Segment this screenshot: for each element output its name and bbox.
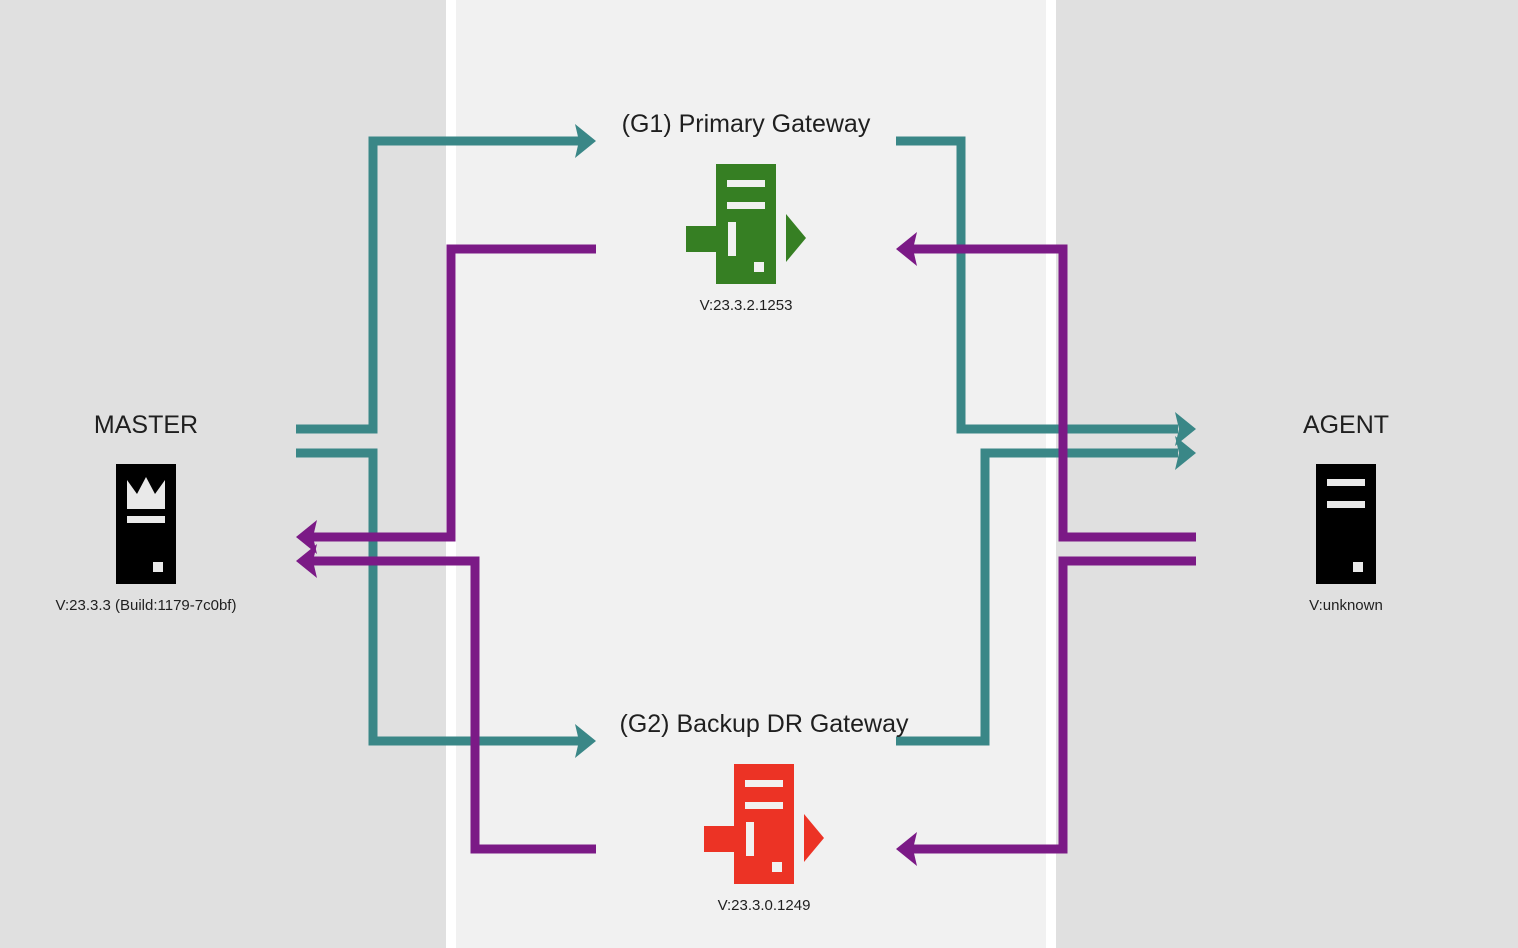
- primary-gateway-version: V:23.3.2.1253: [700, 297, 793, 314]
- flow-agent-to-primary: [912, 244, 1196, 542]
- flow-master-to-primary: [296, 136, 580, 434]
- arrowhead-primary-in: [575, 124, 596, 158]
- agent-version: V:unknown: [1309, 597, 1383, 614]
- flow-backup-to-agent: [896, 448, 1178, 746]
- backup-gateway-version: V:23.3.0.1249: [718, 897, 811, 914]
- flow-agent-to-backup: [912, 556, 1196, 854]
- arrowhead-master-in-1: [296, 520, 317, 554]
- backup-gateway-node[interactable]: (G2) Backup DR Gateway V:23.3.0.1249: [620, 710, 909, 914]
- master-version: V:23.3.3 (Build:1179-7c0bf): [56, 597, 237, 614]
- backup-gateway-title: (G2) Backup DR Gateway: [620, 710, 909, 738]
- arrowhead-agent-in-1: [1175, 412, 1196, 446]
- flow-primary-to-agent: [896, 136, 1178, 434]
- agent-node[interactable]: AGENT V:unknown: [1303, 411, 1389, 614]
- agent-title: AGENT: [1303, 411, 1389, 439]
- arrowhead-agent-in-2: [1175, 436, 1196, 470]
- primary-gateway-node[interactable]: (G1) Primary Gateway V:23.3.2.1253: [622, 110, 871, 314]
- flow-primary-to-master: [312, 244, 596, 542]
- arrowhead-primary-return: [896, 232, 917, 266]
- arrowhead-master-in-2: [296, 544, 317, 578]
- primary-gateway-title: (G1) Primary Gateway: [622, 110, 871, 138]
- master-title: MASTER: [94, 411, 198, 439]
- agent-zone: [1056, 0, 1518, 948]
- gateway-server-icon: [686, 164, 806, 284]
- flow-backup-to-master: [312, 556, 596, 854]
- return-flows: [296, 232, 1196, 866]
- server-icon: [1316, 464, 1376, 584]
- arrowhead-backup-return: [896, 832, 917, 866]
- arrowhead-backup-in: [575, 724, 596, 758]
- gateway-server-icon: [704, 764, 824, 884]
- crown-server-icon: [116, 464, 176, 584]
- master-node[interactable]: MASTER V:23.3.3 (Build:1179-7c0bf): [56, 411, 237, 614]
